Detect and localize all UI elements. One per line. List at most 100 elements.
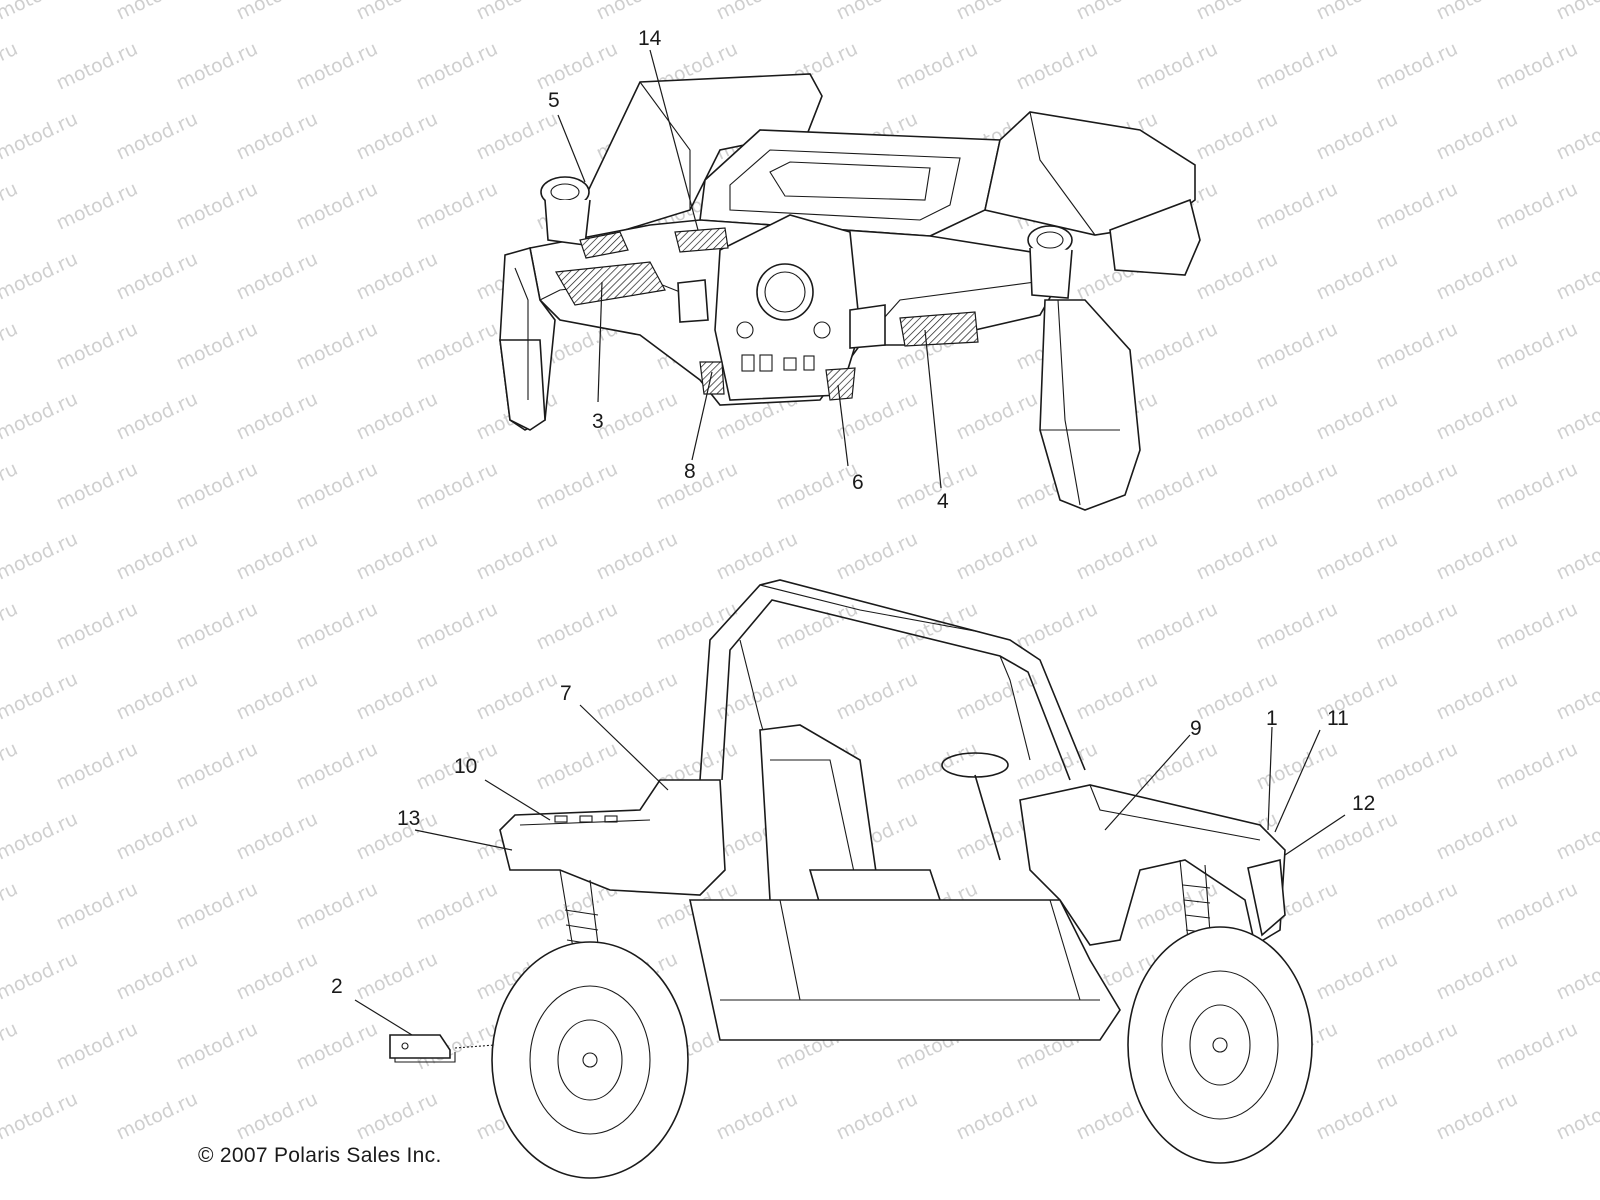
watermark-text: motod.ru	[1193, 248, 1281, 305]
watermark-text: motod.ru	[113, 108, 201, 165]
watermark-text: motod.ru	[1493, 178, 1581, 235]
watermark-text: motod.ru	[1553, 388, 1600, 445]
decal-6	[825, 367, 856, 401]
watermark-text: motod.ru	[233, 248, 321, 305]
watermark-text: motod.ru	[1253, 318, 1341, 375]
watermark-text: motod.ru	[1493, 738, 1581, 795]
watermark-text: motod.ru	[833, 668, 921, 725]
watermark-text: motod.ru	[953, 668, 1041, 725]
callout-labels: 14 5 3 8 6 4 7 10 13 9 1 11 12 2	[331, 27, 1375, 998]
callout-7: 7	[560, 682, 572, 705]
part-2-bracket	[389, 1034, 451, 1059]
callout-11: 11	[1327, 707, 1349, 730]
watermark-text: motod.ru	[113, 0, 201, 25]
watermark-text: motod.ru	[293, 318, 381, 375]
watermark-text: motod.ru	[833, 1088, 921, 1145]
watermark-text: motod.ru	[773, 598, 861, 655]
watermark-text: motod.ru	[413, 38, 501, 95]
watermark-text: motod.ru	[0, 598, 21, 655]
watermark-text: motod.ru	[1313, 1088, 1401, 1145]
watermark-text: motod.ru	[1373, 318, 1461, 375]
watermark-text: motod.ru	[593, 0, 681, 25]
watermark-text: motod.ru	[173, 318, 261, 375]
watermark-text: motod.ru	[413, 178, 501, 235]
watermark-text: motod.ru	[1013, 598, 1101, 655]
watermark-text: motod.ru	[53, 598, 141, 655]
watermark-text: motod.ru	[53, 738, 141, 795]
watermark-text: motod.ru	[413, 878, 501, 935]
watermark-text: motod.ru	[1313, 388, 1401, 445]
watermark-text: motod.ru	[233, 1088, 321, 1145]
watermark-text: motod.ru	[53, 38, 141, 95]
watermark-text: motod.ru	[113, 668, 201, 725]
dash-hood-assembly	[499, 73, 1201, 511]
watermark-text: motod.ru	[533, 38, 621, 95]
watermark-text: motod.ru	[833, 0, 921, 25]
watermark-text: motod.ru	[113, 528, 201, 585]
watermark-text: motod.ru	[1193, 108, 1281, 165]
watermark-text: motod.ru	[1193, 0, 1281, 25]
watermark-text: motod.ru	[0, 668, 81, 725]
callout-2: 2	[331, 975, 343, 998]
watermark-text: motod.ru	[953, 1088, 1041, 1145]
watermark-text: motod.ru	[0, 1088, 81, 1145]
watermark-text: motod.ru	[473, 668, 561, 725]
watermark-text: motod.ru	[53, 878, 141, 935]
watermark-text: motod.ru	[113, 948, 201, 1005]
watermark-text: motod.ru	[1373, 878, 1461, 935]
watermark-text: motod.ru	[233, 108, 321, 165]
watermark-text: motod.ru	[1313, 108, 1401, 165]
watermark-text: motod.ru	[233, 668, 321, 725]
watermark-text: motod.ru	[1433, 948, 1521, 1005]
watermark-text: motod.ru	[173, 38, 261, 95]
watermark-text: motod.ru	[293, 38, 381, 95]
watermark-text: motod.ru	[833, 528, 921, 585]
watermark-text: motod.ru	[1553, 0, 1600, 25]
watermark-text: motod.ru	[1313, 808, 1401, 865]
watermark-text: motod.ru	[1193, 388, 1281, 445]
watermark-text: motod.ru	[473, 108, 561, 165]
watermark-text: motod.ru	[53, 458, 141, 515]
watermark-text: motod.ru	[533, 598, 621, 655]
watermark-text: motod.ru	[593, 388, 681, 445]
watermark-text: motod.ru	[293, 878, 381, 935]
watermark-text: motod.ru	[0, 0, 81, 25]
watermark-text: motod.ru	[413, 318, 501, 375]
watermark-text: motod.ru	[1133, 598, 1221, 655]
watermark-text: motod.ru	[713, 528, 801, 585]
watermark-text: motod.ru	[953, 528, 1041, 585]
watermark-text: motod.ru	[953, 388, 1041, 445]
watermark-text: motod.ru	[1433, 528, 1521, 585]
watermark-text: motod.ru	[1073, 528, 1161, 585]
callout-12: 12	[1352, 792, 1375, 815]
watermark-text: motod.ru	[533, 738, 621, 795]
watermark-text: motod.ru	[353, 388, 441, 445]
decal-3	[555, 261, 666, 306]
watermark-text: motod.ru	[893, 598, 981, 655]
watermark-text: motod.ru	[1433, 808, 1521, 865]
watermark-text: motod.ru	[473, 528, 561, 585]
watermark-text: motod.ru	[1373, 738, 1461, 795]
watermark-text: motod.ru	[653, 458, 741, 515]
watermark-text: motod.ru	[1313, 948, 1401, 1005]
watermark-text: motod.ru	[1373, 1018, 1461, 1075]
watermark-text: motod.ru	[1253, 738, 1341, 795]
watermark-text: motod.ru	[653, 598, 741, 655]
leader-lines	[354, 49, 1346, 1036]
watermark-text: motod.ru	[1433, 248, 1521, 305]
watermark-text: motod.ru	[353, 108, 441, 165]
watermark-text: motod.ru	[293, 458, 381, 515]
callout-13: 13	[397, 807, 420, 830]
watermark-text: motod.ru	[1073, 668, 1161, 725]
watermark-text: motod.ru	[893, 38, 981, 95]
watermark-text: motod.ru	[1553, 948, 1600, 1005]
callout-3: 3	[592, 410, 604, 433]
watermark-text: motod.ru	[1433, 388, 1521, 445]
watermark-text: motod.ru	[413, 598, 501, 655]
watermark-text: motod.ru	[1253, 598, 1341, 655]
watermark-text: motod.ru	[593, 668, 681, 725]
watermark-text: motod.ru	[1553, 668, 1600, 725]
watermark-text: motod.ru	[1313, 528, 1401, 585]
watermark-text: motod.ru	[1433, 668, 1521, 725]
